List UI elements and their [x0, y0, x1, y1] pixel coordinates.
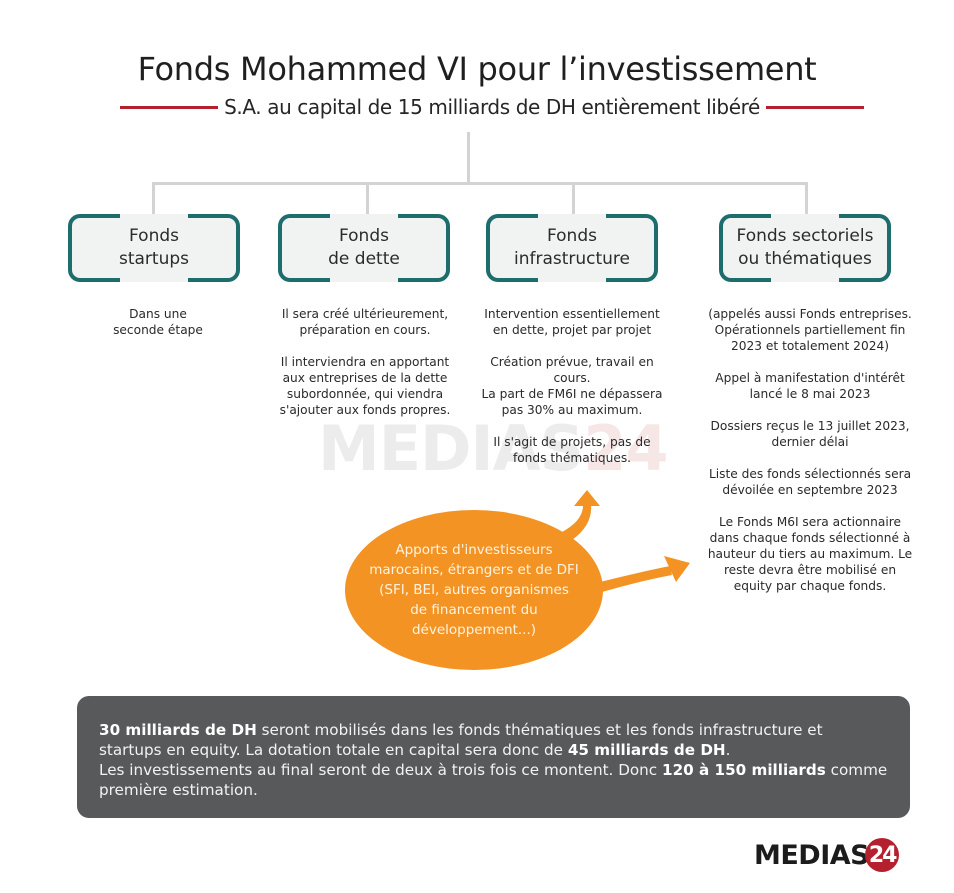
watermark: MEDIAS24 — [318, 412, 669, 485]
diagram-subtitle: S.A. au capital de 15 milliards de DH en… — [224, 95, 760, 119]
connector-trunk — [467, 132, 470, 184]
desc-startups: Dans une seconde étape — [113, 307, 203, 337]
connector-horizontal — [152, 182, 807, 185]
subtitle-left-rule — [120, 105, 219, 109]
connector-drop-dette — [366, 182, 369, 216]
investors-oval: Apports d'investisseurs marocains, étran… — [345, 510, 603, 670]
connector-drop-startups — [152, 182, 155, 216]
logo-24-badge: 24 — [865, 838, 900, 872]
summary-box: 30 milliards de DH seront mobilisés dans… — [77, 696, 910, 818]
subtitle-row: S.A. au capital de 15 milliards de DH en… — [120, 93, 865, 121]
desc-infrastructure: Intervention essentiellement en dette, p… — [481, 307, 663, 465]
connector-drop-sectoriels — [805, 182, 808, 216]
desc-sectoriels: (appelés aussi Fonds entreprises. Opérat… — [707, 307, 913, 593]
connector-drop-infrastructure — [572, 182, 575, 216]
arrow-up-icon — [562, 490, 600, 540]
desc-dette: Il sera créé ultérieurement, préparation… — [279, 307, 451, 417]
medias24-logo: MEDIAS 24 — [754, 838, 900, 872]
arrow-right-icon — [600, 556, 690, 592]
diagram-title: Fonds Mohammed VI pour l’investissement — [137, 50, 817, 88]
subtitle-right-rule — [765, 105, 865, 109]
